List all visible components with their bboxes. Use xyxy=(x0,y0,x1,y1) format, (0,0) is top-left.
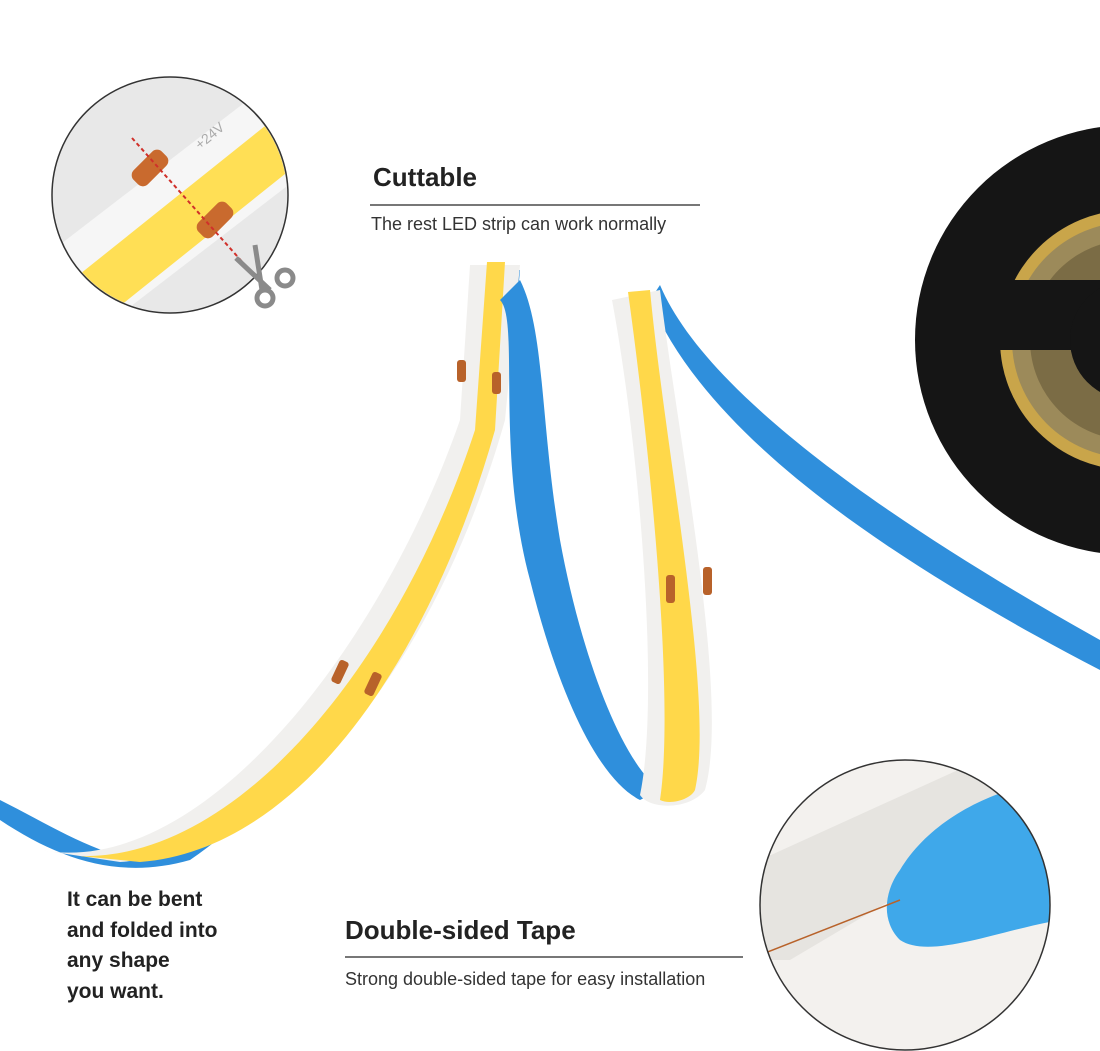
cuttable-divider xyxy=(370,204,700,206)
cuttable-title: Cuttable xyxy=(373,162,477,192)
solder-pads xyxy=(331,360,712,697)
scissors-icon xyxy=(234,244,296,309)
bend-note-line: any shape xyxy=(67,949,170,972)
cuttable-subtitle: The rest LED strip can work normally xyxy=(371,214,667,234)
bend-note: It can be bent and folded into any shape… xyxy=(67,885,217,1007)
tape-detail-circle xyxy=(759,759,1051,1051)
tape-strip-right xyxy=(650,285,1100,670)
bend-note-line: It can be bent xyxy=(67,888,203,911)
led-strip-left-cob xyxy=(80,262,505,862)
bend-note-line: you want. xyxy=(67,979,164,1003)
led-strip-right-cob xyxy=(628,290,700,802)
reel xyxy=(915,127,1100,553)
bend-note-line: and folded into xyxy=(67,918,218,942)
tape-divider xyxy=(345,956,743,958)
tape-subtitle: Strong double-sided tape for easy instal… xyxy=(345,969,706,989)
cut-detail-circle: +24V xyxy=(51,76,296,314)
tape-title: Double-sided Tape xyxy=(345,915,576,945)
tape-strip-middle xyxy=(500,280,660,800)
